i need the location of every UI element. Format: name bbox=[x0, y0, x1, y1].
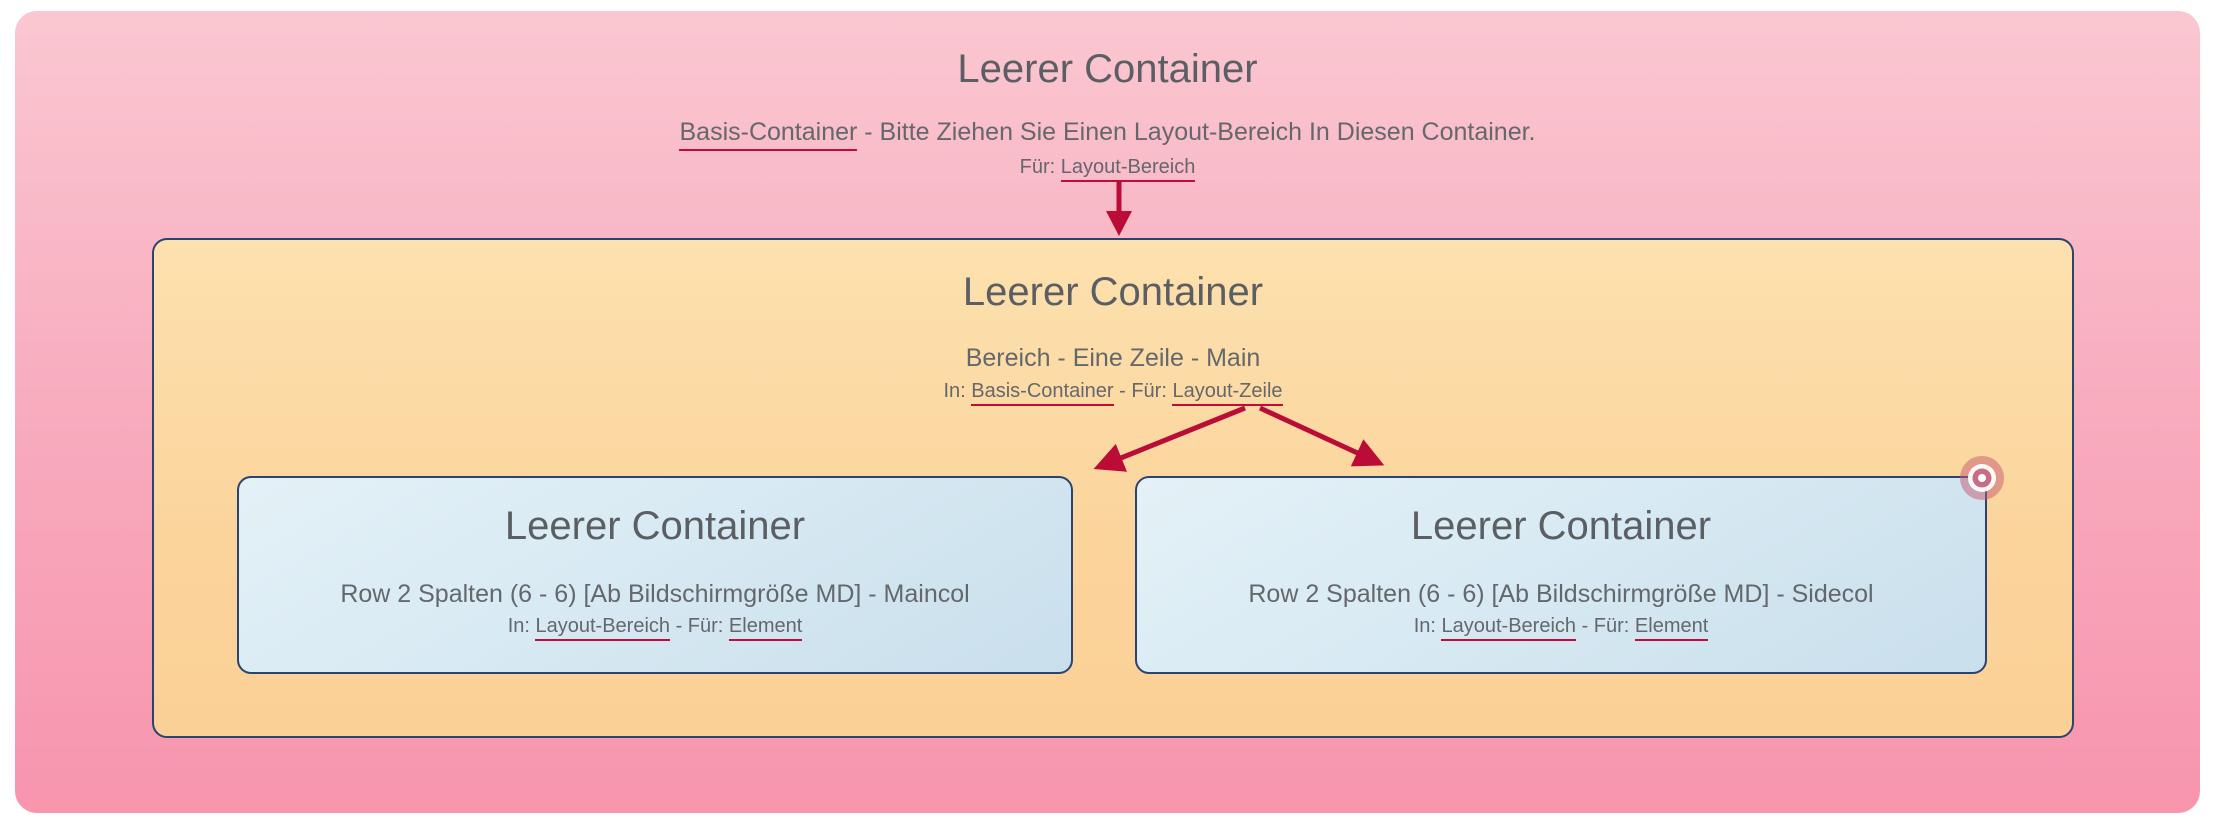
element-link[interactable]: Element bbox=[728, 615, 803, 641]
column-sidecol-in-line: In: Layout-Bereich - Für: Element bbox=[1137, 615, 1985, 641]
dash-separator: - bbox=[670, 615, 688, 637]
for-label: Für: bbox=[1131, 380, 1173, 402]
layout-area-title: Leerer Container bbox=[962, 270, 1264, 314]
basis-container-link[interactable]: Basis-Container bbox=[679, 118, 858, 151]
column-maincol-subtitle: Row 2 Spalten (6 - 6) [Ab Bildschirmgröß… bbox=[340, 580, 970, 608]
in-label: In: bbox=[943, 380, 972, 402]
column-sidecol-subtitle: Row 2 Spalten (6 - 6) [Ab Bildschirmgröß… bbox=[1248, 580, 1874, 608]
layout-area-in-line: In: Basis-Container - Für: Layout-Zeile bbox=[154, 380, 2072, 406]
column-sidecol-title: Leerer Container bbox=[1410, 504, 1712, 548]
layout-area-dropzone[interactable]: Leerer Container Bereich - Eine Zeile - … bbox=[152, 238, 2074, 738]
element-link[interactable]: Element bbox=[1634, 615, 1709, 641]
column-sidecol-dropzone[interactable]: Leerer Container Row 2 Spalten (6 - 6) [… bbox=[1135, 476, 1987, 674]
layout-bereich-link[interactable]: Layout-Bereich bbox=[1060, 156, 1196, 182]
basis-container-link[interactable]: Basis-Container bbox=[971, 380, 1114, 406]
base-container-title: Leerer Container bbox=[957, 47, 1258, 91]
column-maincol-title: Leerer Container bbox=[504, 504, 806, 548]
base-container-description: Basis-Container - Bitte Ziehen Sie Einen… bbox=[15, 118, 2200, 151]
layout-bereich-link[interactable]: Layout-Bereich bbox=[1441, 615, 1577, 641]
base-for-line: Für: Layout-Bereich bbox=[15, 156, 2200, 182]
base-description-text: - Bitte Ziehen Sie Einen Layout-Bereich … bbox=[857, 118, 1536, 146]
for-label: Für: bbox=[1019, 156, 1061, 178]
column-maincol-dropzone[interactable]: Leerer Container Row 2 Spalten (6 - 6) [… bbox=[237, 476, 1073, 674]
base-container-dropzone[interactable]: Leerer Container Basis-Container - Bitte… bbox=[15, 11, 2200, 813]
layout-zeile-link[interactable]: Layout-Zeile bbox=[1172, 380, 1283, 406]
column-maincol-in-line: In: Layout-Bereich - Für: Element bbox=[239, 615, 1071, 641]
for-label: Für: bbox=[1593, 615, 1635, 637]
for-label: Für: bbox=[687, 615, 729, 637]
in-label: In: bbox=[1413, 615, 1442, 637]
dash-separator: - bbox=[1113, 380, 1132, 402]
dash-separator: - bbox=[1576, 615, 1594, 637]
layout-bereich-link[interactable]: Layout-Bereich bbox=[535, 615, 671, 641]
in-label: In: bbox=[507, 615, 536, 637]
layout-area-subtitle: Bereich - Eine Zeile - Main bbox=[965, 344, 1261, 372]
arrow-down-icon bbox=[1106, 180, 1132, 236]
